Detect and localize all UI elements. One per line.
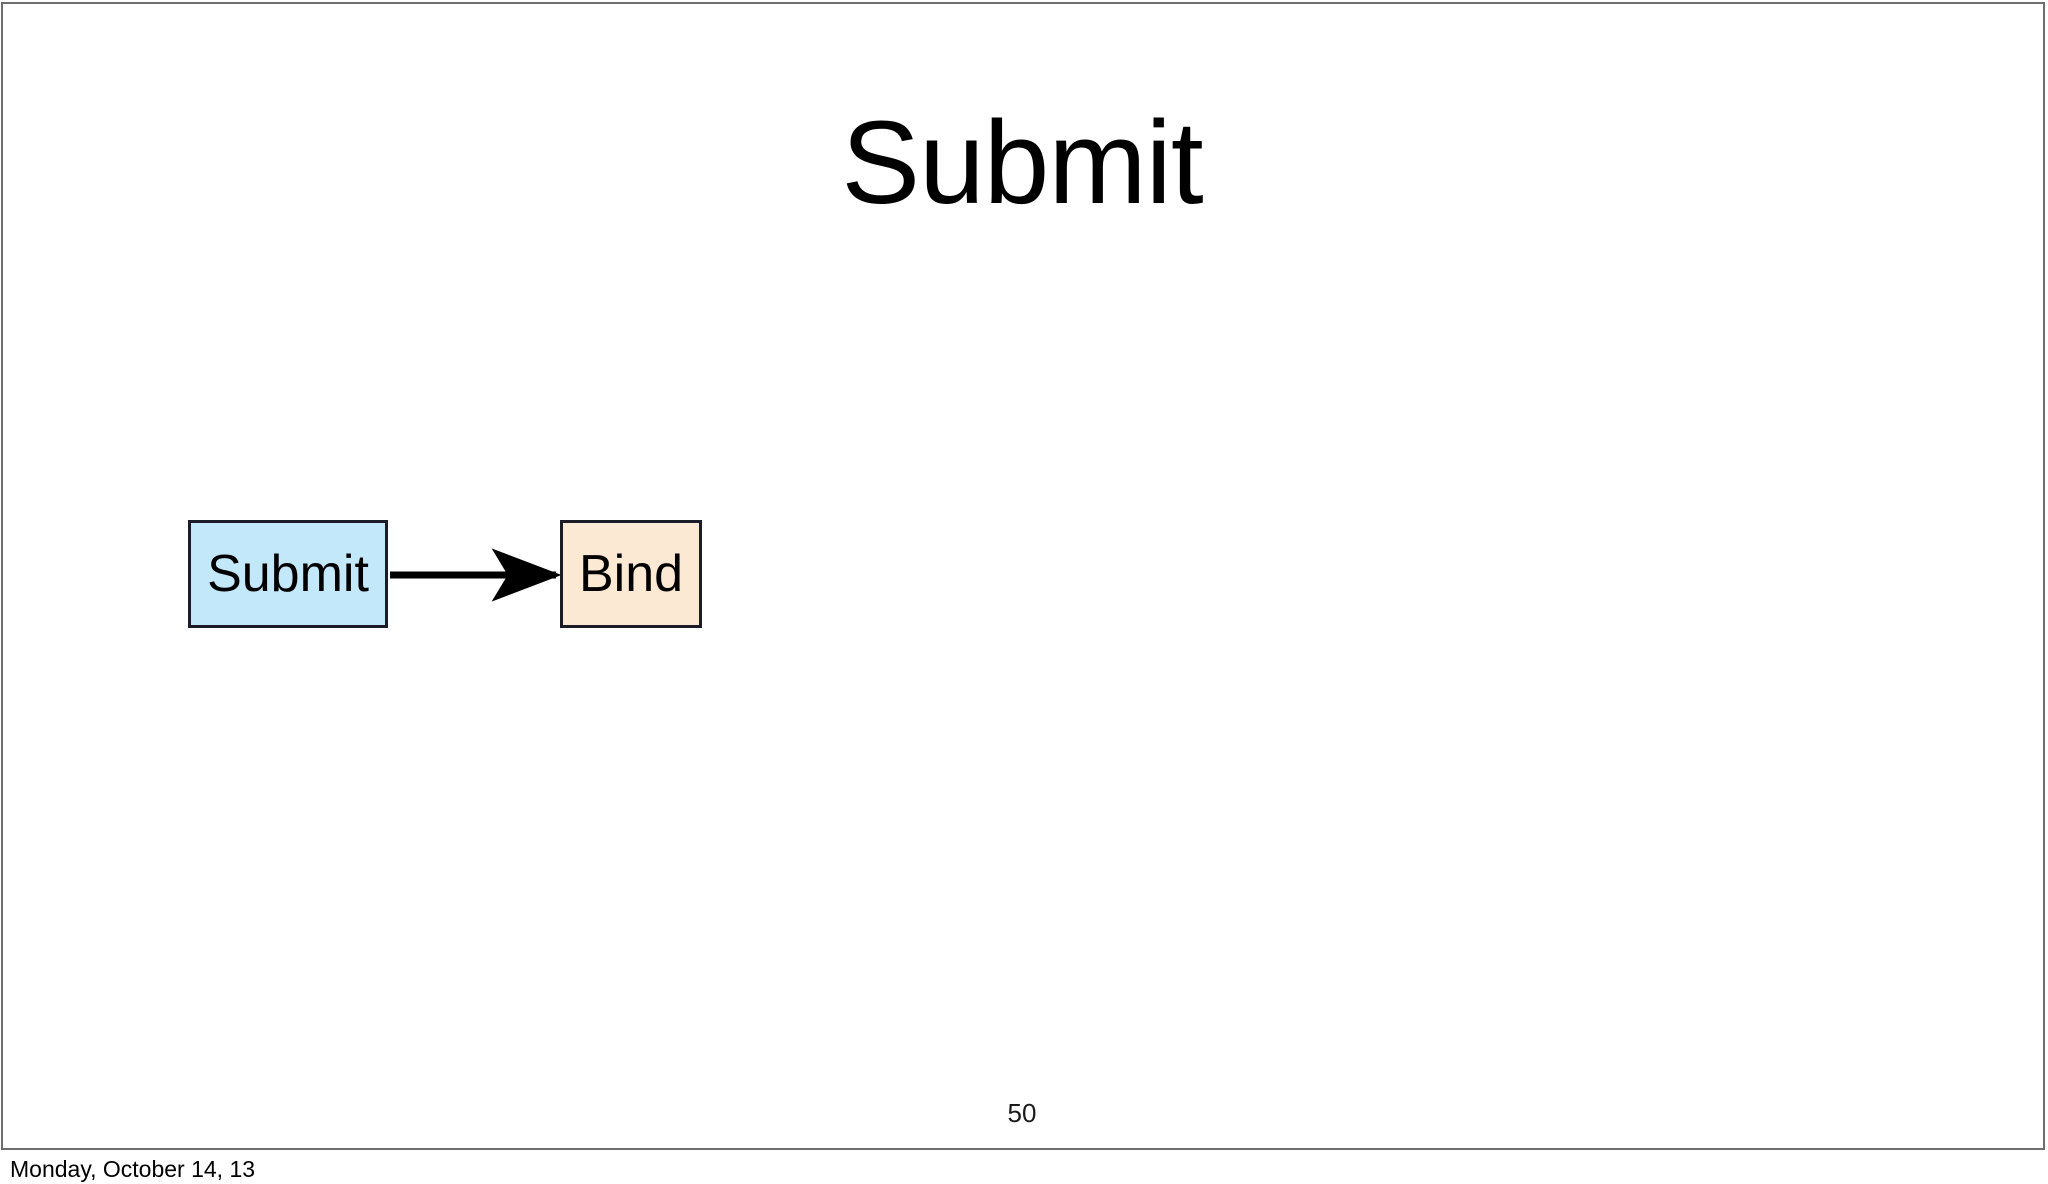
diagram-node-submit[interactable]: Submit [188,520,388,628]
diagram-node-submit-label: Submit [207,545,369,603]
diagram-node-bind[interactable]: Bind [560,520,702,628]
page-title: Submit [841,97,1203,229]
footer-date: Monday, October 14, 13 [10,1156,256,1182]
page-number: 50 [1007,1098,1037,1128]
diagram-node-bind-label: Bind [578,545,684,603]
